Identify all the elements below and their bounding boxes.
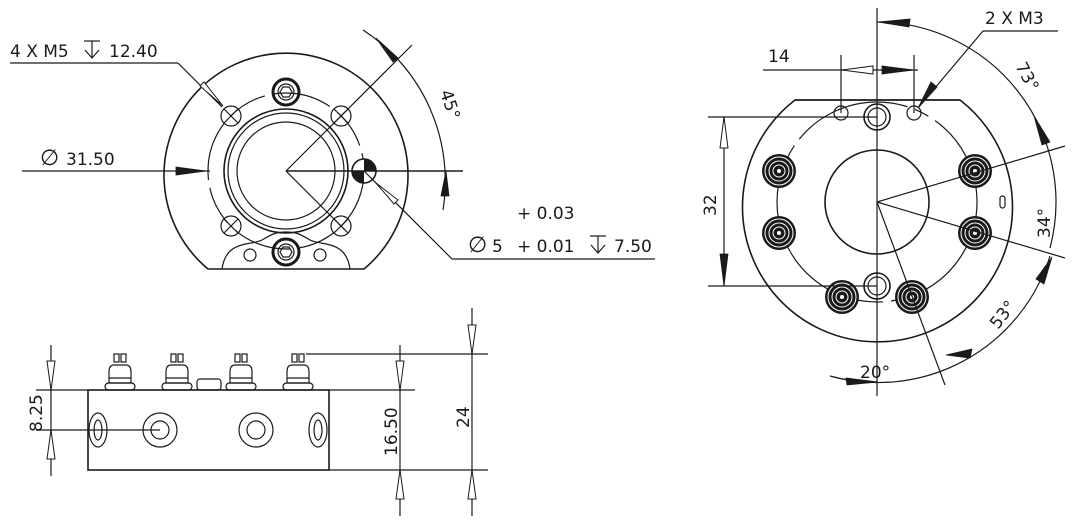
lug-hole-icon bbox=[313, 248, 327, 262]
angle-line-34 bbox=[876, 201, 1066, 259]
side-slot-icon bbox=[308, 412, 328, 448]
arrow-icon bbox=[175, 166, 207, 176]
angle-line-73 bbox=[876, 145, 1066, 203]
connector-icon bbox=[104, 353, 136, 391]
m3-callout-label: 2 X M3 bbox=[985, 9, 1044, 29]
side-port-icon bbox=[238, 412, 274, 448]
side-port-inner bbox=[246, 420, 266, 440]
dim-24-label: 24 bbox=[454, 406, 474, 428]
m5-hole-icon bbox=[220, 105, 242, 127]
angle-53-label: 53° bbox=[986, 297, 1020, 333]
m5-hole-icon bbox=[220, 215, 242, 237]
arrow-icon bbox=[46, 360, 56, 391]
side-slot-inner bbox=[313, 419, 323, 441]
contact-pin-icon bbox=[762, 154, 796, 188]
contact-pin-icon bbox=[958, 154, 992, 188]
dim-32-label: 32 bbox=[701, 194, 721, 216]
contact-pin-icon bbox=[762, 216, 796, 250]
hex-screw-icon bbox=[271, 237, 301, 267]
arrow-icon bbox=[917, 81, 938, 109]
angle-20-label: 20° bbox=[860, 363, 890, 383]
connector-icon bbox=[282, 353, 314, 391]
contact-pin-icon bbox=[958, 216, 992, 250]
side-view: 8.25 16.50 24 bbox=[27, 308, 488, 516]
bottom-lug bbox=[221, 231, 351, 270]
angle-arc-upper bbox=[876, 21, 1057, 249]
rear-view: 73° 34° 53° 20° 14 2 X M3 32 bbox=[701, 8, 1066, 396]
depth-symbol-icon bbox=[84, 40, 100, 59]
m5-depth-label: 12.40 bbox=[109, 42, 158, 62]
angle-45-label: 45° bbox=[435, 87, 463, 122]
rear-body-outline bbox=[741, 99, 1014, 343]
diameter-31-50-label: 31.50 bbox=[66, 150, 115, 170]
arrow-icon bbox=[199, 81, 224, 107]
arrow-icon bbox=[440, 170, 450, 197]
pin-tol-lower: + 0.01 bbox=[517, 237, 575, 257]
arrow-icon bbox=[395, 469, 405, 500]
angle-73-label: 73° bbox=[1011, 59, 1043, 95]
angle-line-45 bbox=[285, 44, 413, 172]
arrow-icon bbox=[375, 182, 399, 205]
arrow-icon bbox=[945, 348, 973, 359]
arrow-icon bbox=[467, 324, 477, 355]
depth-symbol-icon bbox=[590, 235, 606, 254]
arrow-icon bbox=[877, 18, 911, 28]
arrow-icon bbox=[467, 469, 477, 500]
arrow-icon bbox=[46, 429, 56, 460]
pin-tol-upper: + 0.03 bbox=[517, 204, 575, 224]
arrow-icon bbox=[375, 37, 399, 63]
arrow-icon bbox=[395, 360, 405, 391]
arrow-icon bbox=[1035, 256, 1053, 285]
connector-icon bbox=[225, 353, 257, 391]
connector-icon bbox=[161, 353, 193, 391]
arrow-icon bbox=[719, 253, 729, 287]
front-view: 45° ∅ 31.50 4 X M5 12.40 + 0.03 ∅ 5 + 0.… bbox=[10, 29, 655, 270]
dim-14-label: 14 bbox=[768, 47, 790, 67]
pin-diameter-label: 5 bbox=[492, 237, 503, 257]
lug-hole-icon bbox=[243, 248, 257, 262]
arrow-icon bbox=[1033, 115, 1051, 146]
front-body-outline bbox=[163, 52, 409, 270]
hex-screw-icon bbox=[271, 77, 301, 107]
arrow-icon bbox=[841, 65, 874, 75]
angle-line-down bbox=[285, 170, 346, 231]
arrow-icon bbox=[845, 377, 879, 386]
contact-pin-icon bbox=[825, 280, 859, 314]
rear-slot bbox=[999, 195, 1006, 209]
thread-leader-diagonal bbox=[177, 62, 223, 108]
side-cap bbox=[196, 378, 222, 391]
dim-8-25-label: 8.25 bbox=[27, 394, 47, 432]
m5-callout-label: 4 X M5 bbox=[10, 42, 69, 62]
arrow-icon bbox=[881, 65, 915, 75]
diameter-symbol: ∅ bbox=[40, 146, 59, 171]
angle-34-label: 34° bbox=[1035, 208, 1055, 238]
pin-depth-label: 7.50 bbox=[614, 237, 652, 257]
pin-diameter-symbol: ∅ bbox=[468, 233, 487, 258]
dim-16-50-label: 16.50 bbox=[382, 407, 402, 456]
arrow-icon bbox=[719, 116, 729, 149]
angle-line-53 bbox=[876, 201, 946, 386]
